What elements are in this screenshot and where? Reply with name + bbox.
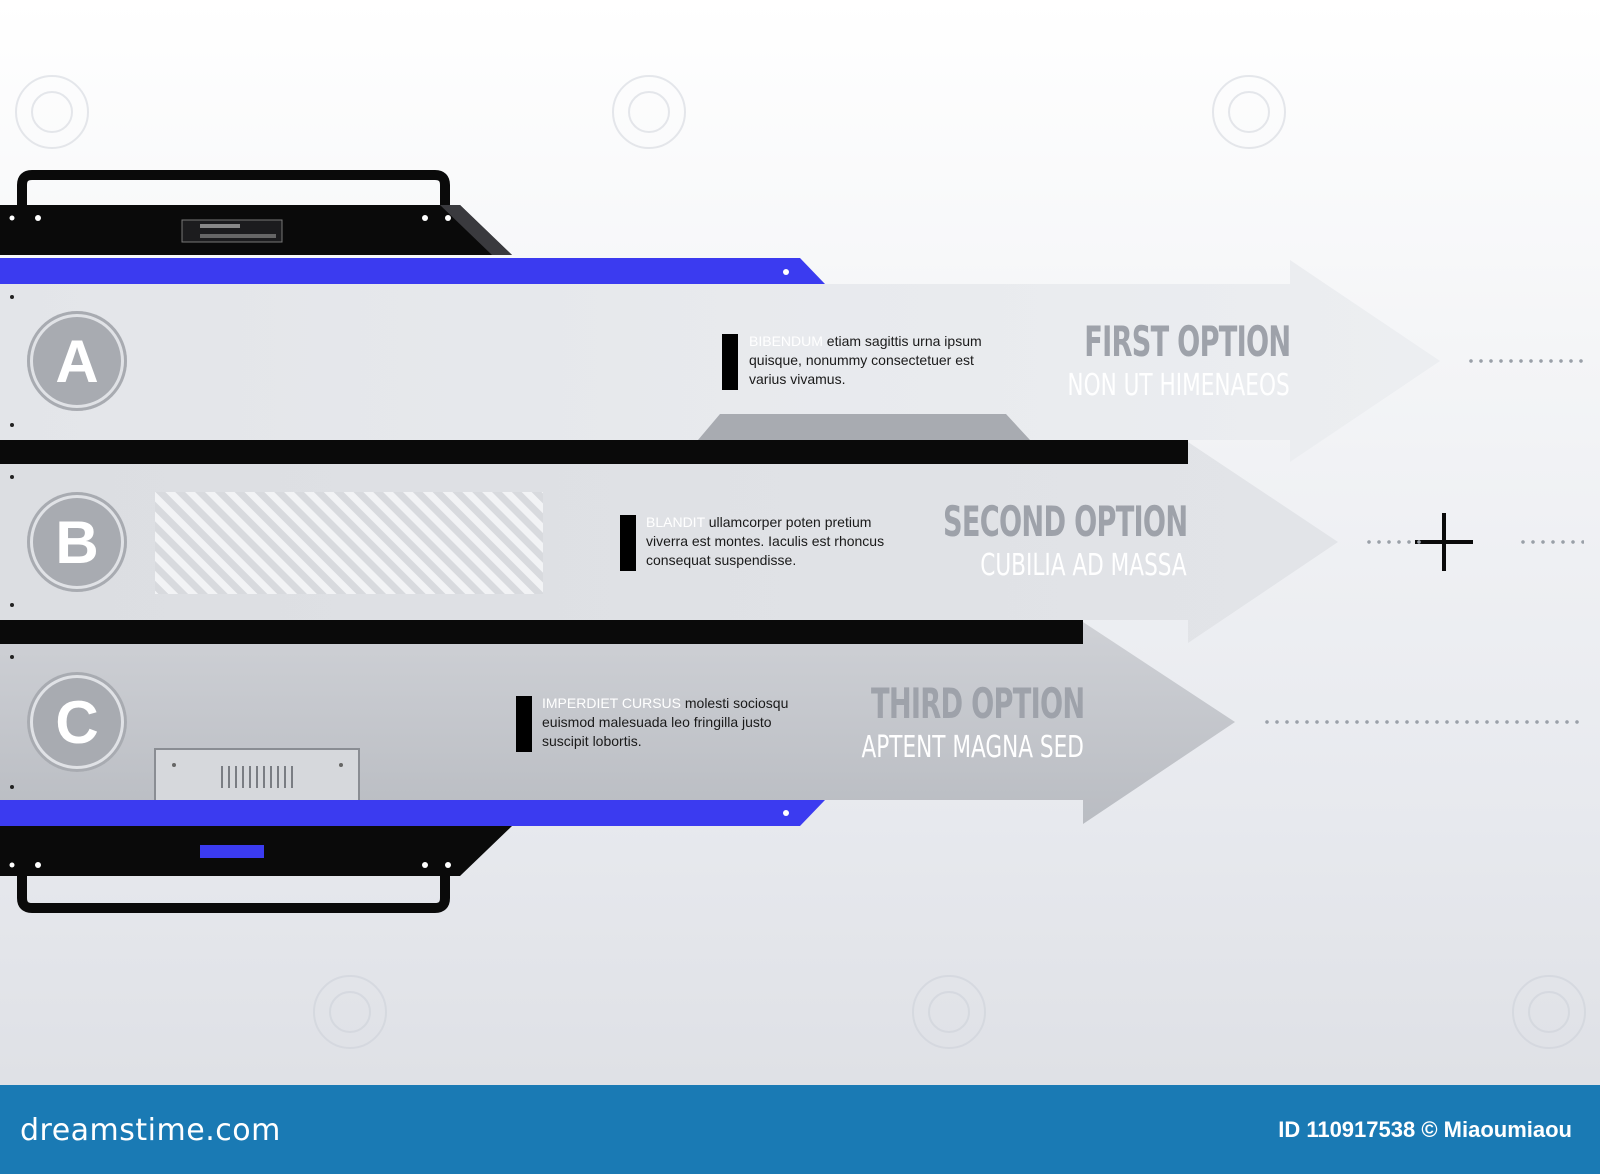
row-b-marker [620,515,636,571]
row-c-marker [516,696,532,752]
row-a-title: FIRST OPTION [1083,317,1291,366]
row-c-text-line2: euismod malesuada leo fringilla justo [542,714,772,730]
row-b-description: BLANDIT ullamcorper poten pretium viverr… [646,513,884,570]
dotted-line-b-right [1518,540,1584,544]
dotted-line-b-left [1364,540,1424,544]
row-c-badge: C [27,672,127,772]
row-c-subtitle: APTENT MAGNA SED [861,730,1084,765]
top-accent-strip [0,258,825,284]
row-b-text-line1: ullamcorper poten pretium [704,514,872,530]
row-b-title: SECOND OPTION [942,497,1188,546]
watermark-icon [1512,975,1586,1049]
footer-logo[interactable]: dreamstime.com [20,1113,281,1148]
row-b-text-line2: viverra est montes. Iaculis est rhoncus [646,533,885,549]
footer-bar: dreamstime.com ID 110917538 © Miaoumiaou [0,1085,1600,1174]
watermark-icon [612,75,686,149]
watermark-icon [1212,75,1286,149]
bottom-accent-strip [0,800,825,826]
top-label-plate [181,219,283,243]
row-a-badge: A [27,311,127,411]
bottom-handle [17,872,450,913]
row-a-text-line3: varius vivamus. [749,371,846,387]
row-a-marker [722,334,738,390]
row-a-description: BIBENDUM etiam sagittis urna ipsum quisq… [749,332,982,389]
arrow-a [0,260,1440,462]
row-b-text-line3: consequat suspendisse. [646,552,797,568]
plus-icon [1415,513,1473,571]
dotted-line-a [1466,359,1584,363]
row-c-lead: IMPERDIET CURSUS [542,695,681,711]
dotted-line-c [1262,720,1584,724]
row-c-text-line1: molesti sociosqu [680,695,789,711]
row-b-badge: B [27,492,127,592]
footer-image-id: ID 110917538 © Miaoumiaou [1278,1117,1572,1142]
top-handle [17,170,450,210]
row-a-text-line2: quisque, nonummy consectetuer est [749,352,974,368]
hatched-panel [155,492,543,594]
row-b-lead: BLANDIT [646,514,705,530]
row-c-text-line3: suscipit lobortis. [542,733,642,749]
watermark-icon [313,975,387,1049]
divider-bar-a [0,440,1188,464]
row-c-description: IMPERDIET CURSUS molesti sociosqu euismo… [542,694,788,751]
row-a-subtitle: NON UT HIMENAEOS [1067,368,1290,403]
row-a-lead: BIBENDUM [749,333,823,349]
watermark-icon [912,975,986,1049]
row-c-title: THIRD OPTION [870,679,1085,728]
infographic-graphic [0,170,1473,913]
divider-bar-b [0,620,1083,644]
row-b-subtitle: CUBILIA AD MASSA [980,548,1187,583]
watermark-icon [15,75,89,149]
row-a-text-line1: etiam sagittis urna ipsum [822,333,982,349]
